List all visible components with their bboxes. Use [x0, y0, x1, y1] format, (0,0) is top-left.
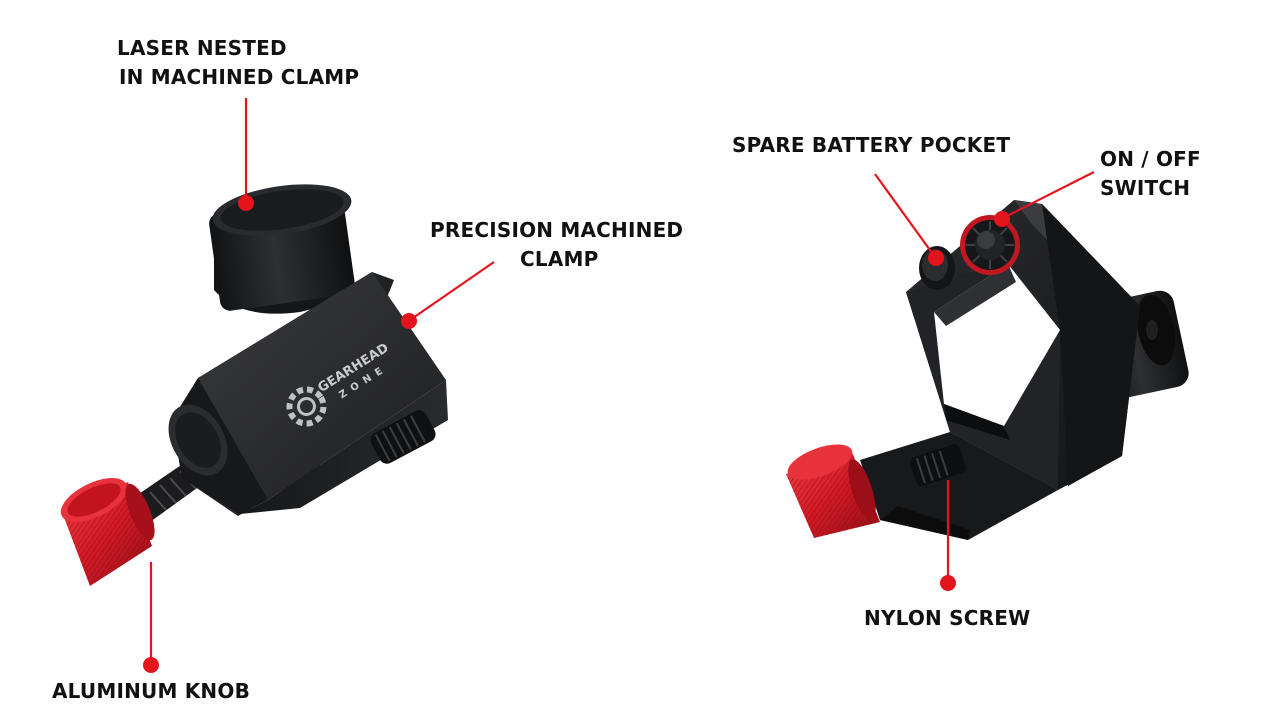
- callout-nylon-screw-line1: NYLON SCREW: [864, 606, 1031, 630]
- right-clamp-frame: [860, 200, 1140, 540]
- callout-spare-battery: SPARE BATTERY POCKET: [732, 131, 1010, 160]
- leader-spare-battery: [874, 173, 944, 266]
- side-screw: [370, 410, 436, 464]
- callout-precision-clamp-line1: PRECISION MACHINED: [430, 218, 684, 242]
- leader-laser-nested: [238, 98, 254, 211]
- callout-precision-clamp-line2: CLAMP: [520, 247, 599, 271]
- on-off-switch: [960, 215, 1020, 275]
- laser-cylinder: [209, 184, 355, 314]
- callout-laser-nested: LASER NESTED IN MACHINED CLAMP: [117, 34, 359, 92]
- callout-laser-nested-line1: LASER NESTED: [117, 36, 287, 60]
- leader-nylon-screw: [940, 480, 956, 591]
- aluminum-knob-left: [60, 478, 155, 586]
- leader-aluminum-knob: [143, 562, 159, 673]
- callout-on-off-switch: ON / OFF SWITCH: [1100, 145, 1201, 203]
- aluminum-knob-right: [786, 444, 880, 538]
- callout-laser-nested-line2: IN MACHINED CLAMP: [119, 65, 360, 89]
- nylon-screw: [910, 444, 966, 486]
- callout-aluminum-knob-line1: ALUMINUM KNOB: [52, 679, 251, 703]
- callout-nylon-screw: NYLON SCREW: [864, 604, 1030, 633]
- callout-on-off-switch-line2: SWITCH: [1100, 176, 1191, 200]
- callout-on-off-switch-line1: ON / OFF: [1100, 147, 1201, 171]
- leader-lines: [143, 98, 1095, 673]
- leader-on-off-switch: [994, 171, 1095, 227]
- clamp-block: [168, 272, 448, 516]
- right-clamp: [786, 200, 1189, 540]
- leader-precision-clamp: [401, 261, 495, 329]
- callout-precision-clamp: PRECISION MACHINED CLAMP: [430, 216, 683, 274]
- callout-aluminum-knob: ALUMINUM KNOB: [52, 677, 250, 706]
- callout-spare-battery-line1: SPARE BATTERY POCKET: [732, 133, 1011, 157]
- left-clamp: GEARHEAD ZONE: [60, 184, 448, 586]
